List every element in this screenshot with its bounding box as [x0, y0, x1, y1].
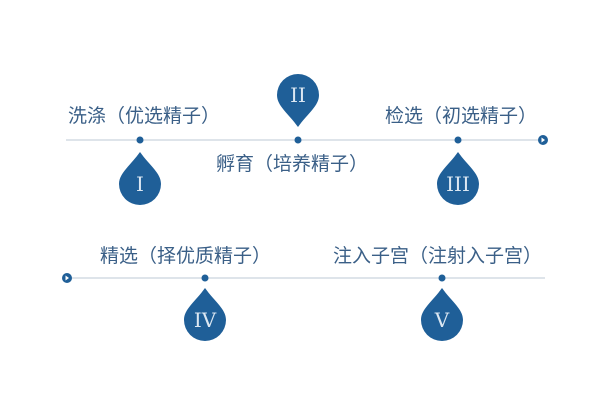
step-5-label: 注入子宫（注射入子宫） [333, 245, 543, 267]
step-4-numeral: IV [194, 308, 217, 332]
step-3-drop-icon [437, 152, 479, 205]
step-1-drop-icon [119, 152, 161, 205]
step-5-numeral: V [434, 308, 450, 332]
step-2-marker: II [277, 74, 319, 144]
step-1-marker: I [119, 136, 161, 205]
step-4-marker: IV [184, 274, 226, 341]
step-3-marker: III [437, 136, 479, 205]
step-2-dot [294, 136, 302, 144]
step-3-numeral: III [446, 172, 470, 196]
step-4-drop-icon [184, 288, 226, 341]
step-5-drop-icon [421, 288, 463, 341]
arrow-glyph-row-1 [541, 137, 545, 143]
step-1-label: 洗涤（优选精子） [68, 105, 221, 127]
step-4-dot [201, 274, 209, 282]
step-2-label: 孵育（培养精子） [216, 153, 369, 175]
step-4-label: 精选（择优质精子） [100, 245, 272, 267]
step-3-dot [454, 136, 462, 144]
arrow-glyph-row-2 [65, 275, 69, 281]
step-1-dot [136, 136, 144, 144]
step-5-marker: V [421, 274, 463, 341]
step-5-dot [438, 274, 446, 282]
step-1-numeral: I [136, 172, 144, 196]
step-3-label: 检选（初选精子） [385, 105, 538, 127]
step-2-numeral: II [290, 83, 306, 107]
step-2-drop-icon [277, 74, 319, 127]
